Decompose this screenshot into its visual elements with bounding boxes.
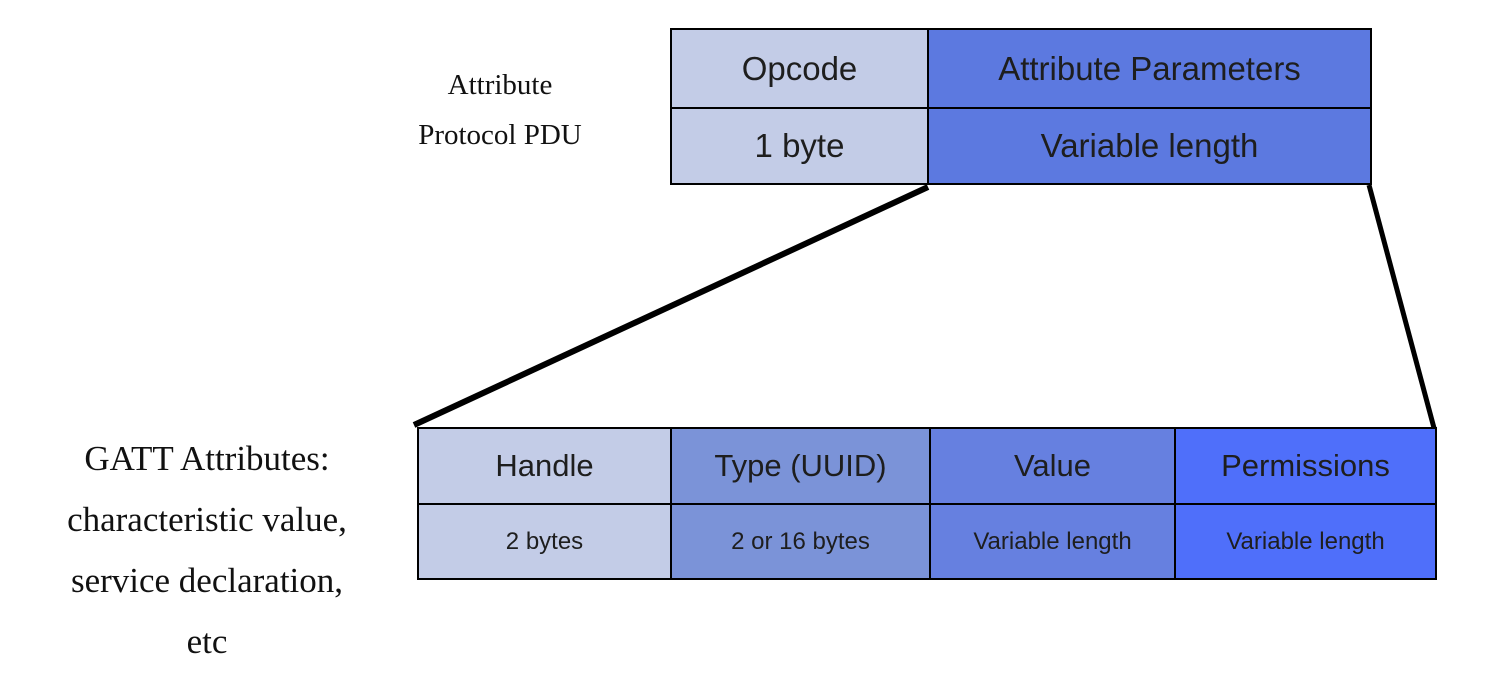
pdu-cell-opcode: Opcode [672, 30, 927, 107]
pdu-label: Attribute Protocol PDU [375, 60, 625, 160]
gatt-label-line: etc [186, 622, 228, 661]
attribute-protocol-pdu-table: Opcode Attribute Parameters 1 byte Varia… [670, 28, 1372, 185]
gatt-cell-value: Value [929, 429, 1174, 503]
pdu-cell-attribute-parameters-size: Variable length [927, 107, 1370, 183]
pdu-label-line: Attribute [447, 69, 553, 101]
gatt-cell-permissions: Permissions [1174, 429, 1435, 503]
connector-line-left [412, 184, 930, 428]
pdu-cell-opcode-size: 1 byte [672, 107, 927, 183]
gatt-cell-handle-size: 2 bytes [419, 503, 670, 578]
gatt-cell-type: Type (UUID) [670, 429, 929, 503]
gatt-label: GATT Attributes: characteristic value, s… [2, 428, 412, 672]
gatt-cell-permissions-size: Variable length [1174, 503, 1435, 578]
gatt-cell-handle: Handle [419, 429, 670, 503]
gatt-label-line: service declaration, [70, 561, 344, 600]
gatt-attributes-table: Handle Type (UUID) Value Permissions 2 b… [417, 427, 1437, 580]
pdu-label-line: Protocol PDU [418, 119, 582, 151]
gatt-cell-value-size: Variable length [929, 503, 1174, 578]
connector-line-right [1366, 184, 1437, 429]
gatt-cell-type-size: 2 or 16 bytes [670, 503, 929, 578]
gatt-label-line: characteristic value, [67, 500, 347, 539]
pdu-cell-attribute-parameters: Attribute Parameters [927, 30, 1370, 107]
gatt-label-line: GATT Attributes: [84, 439, 330, 478]
